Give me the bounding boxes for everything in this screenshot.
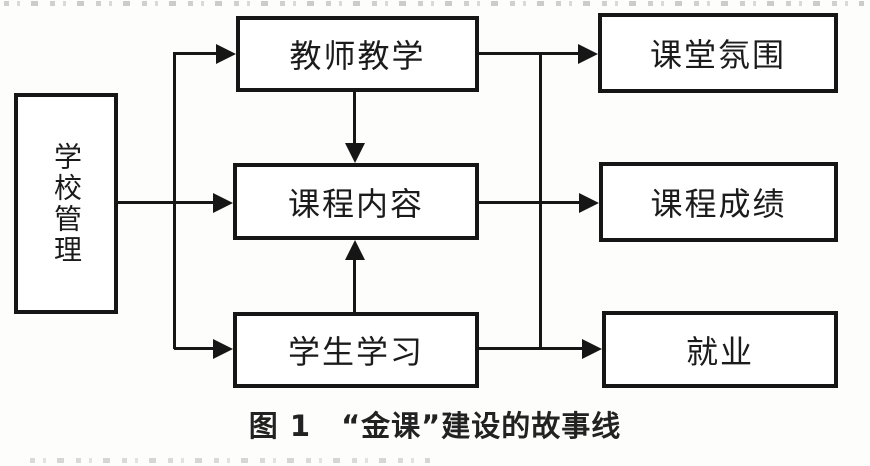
edge-teacher-to-content-arrowhead (345, 143, 365, 163)
node-teacher-teaching-label: 教师教学 (289, 37, 426, 75)
edge-teacher-to-atmosphere-arrowhead (578, 44, 598, 64)
edge-school-to-content-arrowhead (213, 193, 233, 213)
edge-school-to-content-line (117, 201, 215, 204)
edge-teacher-to-content-line (353, 92, 356, 145)
node-classroom-atmosphere-label: 课堂氛围 (649, 36, 786, 74)
node-employment-label: 就业 (685, 332, 754, 371)
node-course-content: 课程内容 (233, 163, 479, 240)
node-school-management-label: 学校管理 (50, 141, 83, 266)
figure-caption: 图 1 “金课”建设的故事线 (248, 409, 622, 443)
node-student-learning: 学生学习 (233, 312, 479, 388)
node-classroom-atmosphere: 课堂氛围 (598, 13, 838, 93)
edge-teacher-to-atmosphere-line (478, 52, 580, 55)
cropped-text-artifact-bottom (30, 458, 430, 463)
edge-school-fanout-trunk (173, 52, 176, 349)
edge-content-to-grades-arrowhead (579, 193, 599, 213)
edge-school-to-student-arrowhead (213, 339, 233, 359)
node-student-learning-label: 学生学习 (287, 333, 424, 371)
node-course-grades-label: 课程成绩 (650, 185, 787, 223)
edge-student-to-content-line (353, 258, 356, 313)
edge-school-to-teacher-line (174, 52, 218, 55)
node-employment: 就业 (602, 311, 838, 388)
edge-student-to-content-arrowhead (345, 240, 365, 260)
edge-school-to-teacher-arrowhead (216, 44, 236, 64)
node-teacher-teaching: 教师教学 (236, 16, 479, 92)
edge-student-to-employment-arrowhead (582, 339, 602, 359)
node-course-grades: 课程成绩 (599, 162, 838, 242)
cropped-text-artifact-top (4, 1, 864, 6)
edge-school-to-student-line (174, 347, 215, 350)
edge-content-to-grades-line (478, 201, 581, 204)
node-course-content-label: 课程内容 (287, 184, 424, 223)
edge-student-to-employment-line (478, 347, 584, 350)
node-school-management: 学校管理 (14, 93, 118, 314)
